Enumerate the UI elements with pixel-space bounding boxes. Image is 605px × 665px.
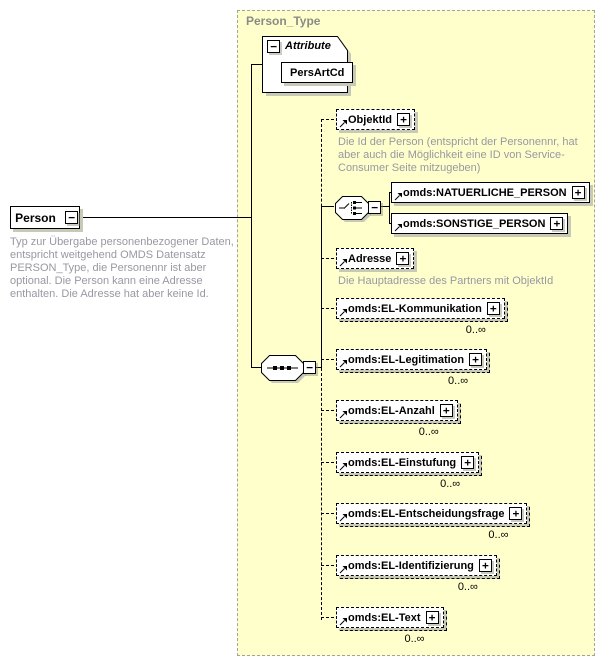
connector-line [316, 367, 322, 368]
reference-arrow-icon [339, 360, 347, 368]
annotation-person: Typ zur Übergabe personenbezogener Daten… [10, 236, 234, 300]
reference-arrow-icon [339, 259, 347, 267]
sequence-indicator[interactable] [260, 354, 310, 386]
attribute-persartcd[interactable]: PersArtCd [281, 62, 354, 83]
collapse-icon[interactable]: − [65, 211, 78, 224]
element-person[interactable]: Person − [10, 206, 80, 229]
annotation-adresse: Die Hauptadresse des Partners mit Objekt… [338, 275, 554, 287]
element-label: omds:EL-Entscheidungsfrage [348, 507, 505, 520]
element-sonstige-person[interactable]: omds:SONSTIGE_PERSON + [391, 213, 569, 234]
element-objektid[interactable]: ObjektId + [336, 109, 416, 130]
cardinality-label: 0..∞ [457, 581, 478, 593]
reference-arrow-icon [339, 618, 347, 626]
expand-icon[interactable]: + [550, 217, 564, 230]
connector-line [251, 64, 262, 65]
expand-icon[interactable]: + [425, 611, 439, 624]
element-label: omds:EL-Text [348, 611, 421, 624]
expand-icon[interactable]: + [509, 507, 523, 520]
expand-icon[interactable]: + [571, 186, 585, 199]
connector-line [80, 217, 251, 218]
cardinality-label: 0..∞ [404, 633, 425, 645]
reference-arrow-icon [339, 411, 347, 419]
element-el-identifizierung[interactable]: omds:EL-Identifizierung + 0..∞ [336, 555, 500, 593]
connector-line [251, 367, 261, 368]
element-label: omds:EL-Identifizierung [348, 559, 474, 572]
reference-arrow-icon [339, 120, 347, 128]
connector-line [321, 410, 339, 411]
collapse-icon[interactable]: − [303, 361, 316, 374]
attribute-section-label: Attribute [285, 40, 331, 52]
connector-line [321, 462, 339, 463]
reference-arrow-icon [394, 224, 402, 232]
element-el-kommunikation[interactable]: omds:EL-Kommunikation + 0..∞ [336, 298, 508, 336]
expand-icon[interactable]: + [461, 456, 475, 469]
reference-arrow-icon [339, 514, 347, 522]
expand-icon[interactable]: + [469, 353, 483, 366]
collapse-icon[interactable]: − [267, 40, 280, 53]
connector-line [321, 359, 339, 360]
connector-line [389, 192, 392, 193]
element-label: omds:EL-Legitimation [348, 353, 465, 366]
container-title: Person_Type [246, 14, 321, 28]
element-el-text[interactable]: omds:EL-Text + 0..∞ [336, 607, 447, 645]
expand-icon[interactable]: + [396, 252, 410, 265]
connector-line [321, 513, 339, 514]
collapse-icon[interactable]: − [368, 201, 381, 214]
attribute-label: PersArtCd [290, 66, 345, 79]
connector-line [321, 565, 339, 566]
cardinality-label: 0..∞ [418, 426, 439, 438]
cardinality-label: 0..∞ [488, 529, 509, 541]
connector-line [321, 206, 322, 368]
reference-arrow-icon [339, 463, 347, 471]
cardinality-label: 0..∞ [448, 375, 469, 387]
element-el-legitimation[interactable]: omds:EL-Legitimation + 0..∞ [336, 349, 491, 387]
connector-line [389, 192, 390, 224]
element-label: omds:EL-Einstufung [348, 456, 457, 469]
expand-icon[interactable]: + [478, 559, 492, 572]
expand-icon[interactable]: + [397, 113, 411, 126]
connector-line [321, 308, 339, 309]
connector-line [321, 258, 339, 259]
connector-line [321, 617, 339, 618]
choice-indicator[interactable] [334, 195, 376, 226]
element-natuerliche-person[interactable]: omds:NATUERLICHE_PERSON + [391, 182, 590, 203]
person-type-container: Person_Type [237, 10, 595, 656]
reference-arrow-icon [339, 309, 347, 317]
element-label: omds:SONSTIGE_PERSON [403, 217, 546, 230]
connector-line [251, 64, 252, 367]
element-el-entscheidungsfrage[interactable]: omds:EL-Entscheidungsfrage + 0..∞ [336, 503, 531, 541]
expand-icon[interactable]: + [486, 302, 500, 315]
expand-icon[interactable]: + [439, 404, 453, 417]
element-label: omds:NATUERLICHE_PERSON [403, 186, 567, 199]
element-label: Person [15, 210, 56, 225]
annotation-objektid: Die Id der Person (entspricht der Person… [338, 136, 578, 174]
sequence-icon [267, 366, 298, 370]
cardinality-label: 0..∞ [440, 478, 461, 490]
element-label: omds:EL-Anzahl [348, 404, 435, 417]
connector-line [321, 119, 339, 120]
reference-arrow-icon [394, 193, 402, 201]
element-el-einstufung[interactable]: omds:EL-Einstufung + 0..∞ [336, 452, 483, 490]
element-label: omds:EL-Kommunikation [348, 302, 482, 315]
element-label: ObjektId [348, 113, 393, 126]
connector-line [389, 223, 392, 224]
reference-arrow-icon [339, 566, 347, 574]
connector-line [321, 119, 322, 620]
connector-line [381, 206, 389, 207]
element-el-anzahl[interactable]: omds:EL-Anzahl + 0..∞ [336, 400, 461, 438]
element-label: Adresse [348, 252, 392, 265]
element-adresse[interactable]: Adresse + [336, 248, 415, 269]
connector-line [321, 206, 334, 207]
choice-icon [339, 201, 362, 215]
cardinality-label: 0..∞ [465, 324, 486, 336]
